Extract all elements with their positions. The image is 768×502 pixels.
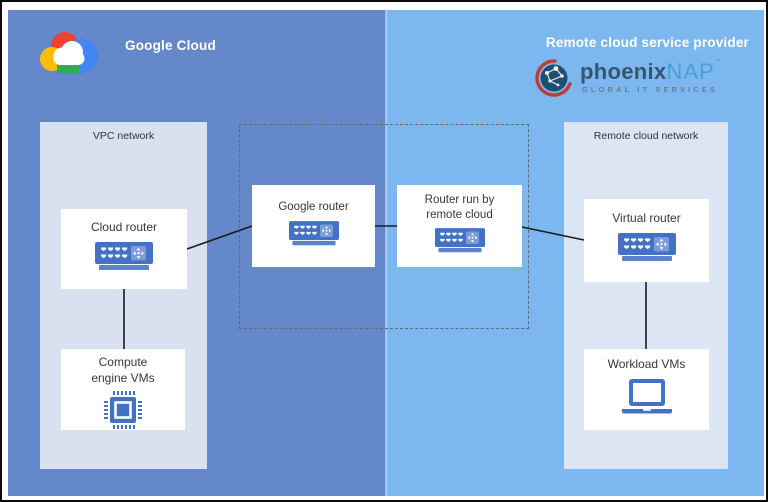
- node-remote-cloud-router: Router run by remote cloud: [397, 185, 522, 267]
- node-virtual-router: Virtual router: [584, 199, 709, 282]
- node-workload-vms: Workload VMs: [584, 349, 709, 430]
- node-google-router: Google router: [252, 185, 375, 267]
- google-router-label: Google router: [278, 201, 349, 213]
- compute-engine-vms-label: Compute engine VMs: [91, 355, 155, 385]
- router-icon: [95, 241, 153, 277]
- vpc-network-label: VPC network: [92, 130, 155, 142]
- phoenixnap-wordmark: phoenixNAP™: [580, 59, 721, 85]
- router-icon: [288, 221, 339, 252]
- router-icon: [434, 227, 485, 259]
- brand-phoenix: phoenix: [580, 59, 667, 84]
- remote-cloud-router-label: Router run by remote cloud: [424, 194, 495, 221]
- workload-vms-label: Workload VMs: [607, 357, 686, 371]
- router-icon: [617, 232, 676, 268]
- brand-nap: NAP: [666, 59, 715, 84]
- node-compute-engine-vms: Compute engine VMs: [61, 349, 185, 430]
- phoenixnap-logo: phoenixNAP™ GLOBAL IT SERVICES: [535, 57, 740, 101]
- cloud-router-label: Cloud router: [90, 220, 158, 234]
- node-cloud-router: Cloud router: [61, 209, 187, 289]
- compute-chip-icon: [104, 391, 142, 434]
- brand-tagline: GLOBAL IT SERVICES: [582, 85, 718, 94]
- laptop-icon: [620, 378, 674, 421]
- panel-divider: [385, 10, 387, 496]
- virtual-router-label: Virtual router: [612, 211, 681, 225]
- globe-network-icon: [535, 58, 575, 103]
- left-panel-title: Google Cloud: [125, 38, 216, 53]
- google-cloud-logo-icon: [38, 28, 100, 85]
- brand-tm: ™: [714, 59, 721, 65]
- right-panel-title: Remote cloud service provider: [545, 35, 749, 50]
- remote-cloud-network-label: Remote cloud network: [593, 130, 699, 142]
